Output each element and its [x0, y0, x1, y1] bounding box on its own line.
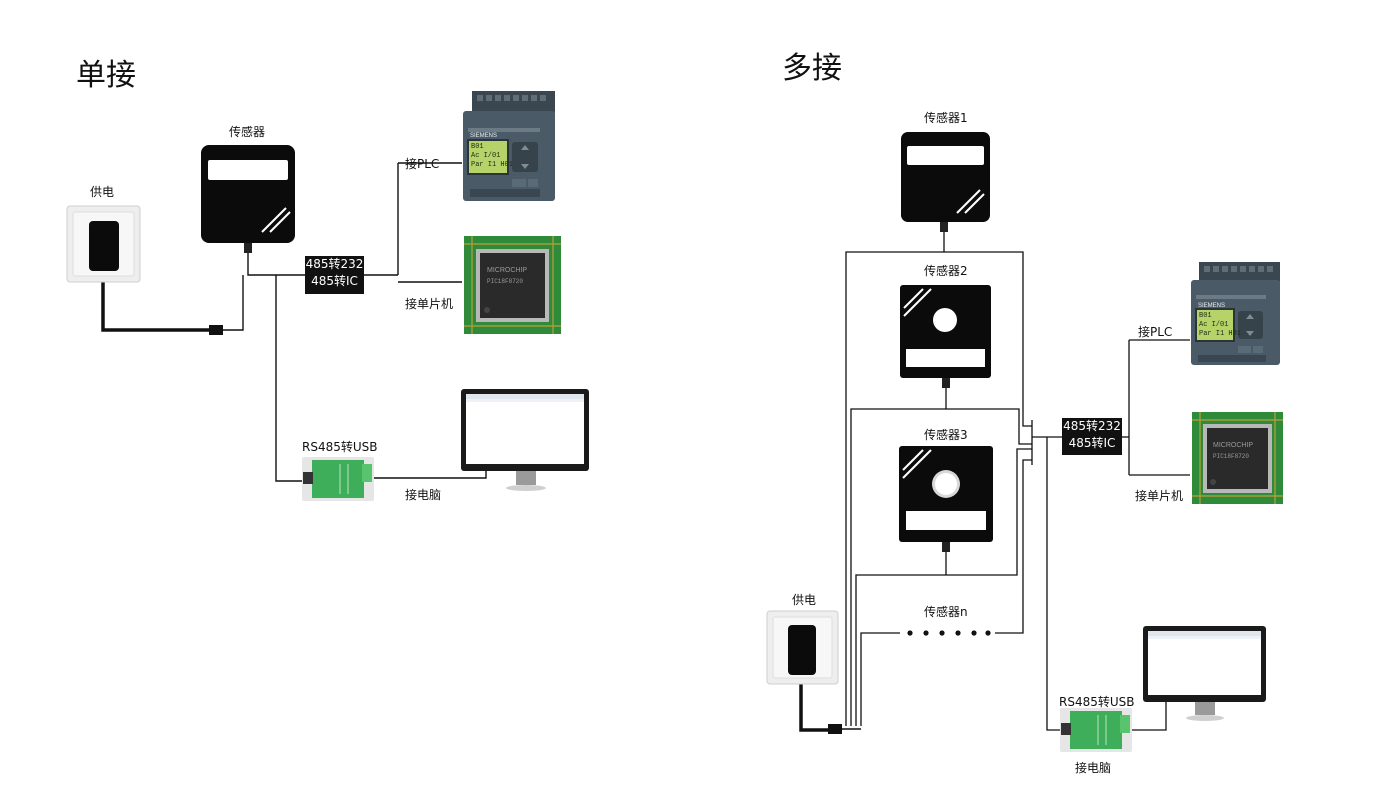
multi-sensor1-label: 传感器1 — [924, 111, 968, 125]
single-connection-diagram: SIEMENS MICROCHIP PIC18F8720 — [66, 91, 589, 501]
single-converter-line2: 485转IC — [311, 274, 358, 288]
single-converter-line1: 485转232 — [305, 257, 364, 271]
single-mcu-board: MICROCHIP PIC18F8720 — [464, 236, 561, 334]
single-power-connector — [209, 325, 223, 335]
multi-power-connector — [828, 724, 842, 734]
multi-power-outlet — [766, 610, 839, 685]
multi-plc-screen-line: Par I1 H01 — [1199, 330, 1241, 338]
single-plc-label: 接PLC — [405, 157, 440, 171]
multi-plc-screen — [1195, 308, 1235, 342]
multi-sensor1-device — [901, 132, 990, 232]
multi-sensorn-left — [860, 632, 900, 726]
single-mcu-label: 接单片机 — [405, 297, 454, 311]
multi-sensor2-device — [900, 285, 991, 388]
single-plc-screen — [467, 139, 509, 175]
single-plc-screen-line: Par I1 H01 — [471, 161, 513, 169]
single-pc-monitor — [461, 389, 589, 491]
single-plc-device: SIEMENS — [463, 91, 555, 201]
multi-mcu-brand: MICROCHIP — [1213, 442, 1253, 449]
multi-plc-label: 接PLC — [1138, 325, 1173, 339]
multi-power-cable — [799, 676, 830, 732]
multi-plc-device: SIEMENS — [1191, 262, 1280, 365]
single-power-label: 供电 — [90, 185, 115, 199]
multi-mcu-board: MICROCHIP PIC18F8720 — [1192, 412, 1283, 504]
multi-converter-line1: 485转232 — [1063, 419, 1121, 433]
multi-converter-line2: 485转IC — [1068, 436, 1116, 450]
multi-usb-label: RS485转USB — [1059, 695, 1135, 709]
single-plc-screen-line: B01 — [471, 143, 484, 151]
single-usb-converter — [302, 457, 374, 501]
single-plc-brand: SIEMENS — [470, 133, 497, 139]
single-usb-label: RS485转USB — [302, 440, 378, 454]
multi-pc-wire — [1132, 700, 1167, 731]
single-mcu-part: PIC18F8720 — [487, 278, 523, 285]
single-sensor-device — [201, 145, 295, 253]
single-connection-title: 单接 — [76, 58, 136, 93]
multi-connection-diagram: SIEMENS MICROCHIP PIC18F8720 — [766, 132, 1283, 752]
multi-inner-loop — [855, 448, 1032, 726]
multi-connection-title: 多接 — [782, 51, 842, 86]
single-power-lead-wire — [222, 275, 244, 331]
multi-plc-screen-line: B01 — [1199, 312, 1212, 320]
single-protocol-converter: 485转232 485转IC — [305, 256, 364, 294]
multi-sensor3-label: 传感器3 — [924, 428, 968, 442]
multi-protocol-converter: 485转232 485转IC — [1062, 418, 1122, 455]
single-power-cable — [101, 272, 210, 332]
multi-sensorn-dots — [907, 630, 991, 636]
multi-plc-brand: SIEMENS — [1198, 303, 1225, 309]
multi-sensorn-right — [995, 459, 1032, 634]
multi-outer-loop — [845, 251, 1032, 726]
multi-mcu-part: PIC18F8720 — [1213, 453, 1249, 460]
single-sensor-label: 传感器 — [229, 125, 266, 139]
multi-sensor3-device — [899, 446, 993, 552]
multi-middle-loop — [850, 408, 1032, 726]
multi-bus-wires — [845, 229, 1190, 731]
multi-usb-branch-wire — [1046, 437, 1060, 731]
multi-sensorn-label: 传感器n — [924, 605, 968, 619]
multi-plc-screen-line: Ac I/01 — [1199, 321, 1228, 329]
multi-usb-converter — [1060, 708, 1132, 752]
single-sensor-bus-wire — [247, 252, 305, 276]
single-pc-wire — [374, 470, 487, 479]
multi-pc-monitor — [1143, 626, 1266, 721]
single-power-outlet — [66, 205, 141, 283]
single-wires — [222, 162, 487, 482]
multi-mcu-label: 接单片机 — [1135, 489, 1184, 503]
multi-pc-label: 接电脑 — [1075, 761, 1112, 775]
single-mcu-brand: MICROCHIP — [487, 267, 527, 274]
single-pc-label: 接电脑 — [405, 488, 442, 502]
single-plc-screen-line: Ac I/01 — [471, 152, 500, 160]
single-usb-branch-wire — [275, 275, 304, 482]
multi-sensor2-label: 传感器2 — [924, 264, 968, 278]
multi-power-label: 供电 — [792, 593, 817, 607]
